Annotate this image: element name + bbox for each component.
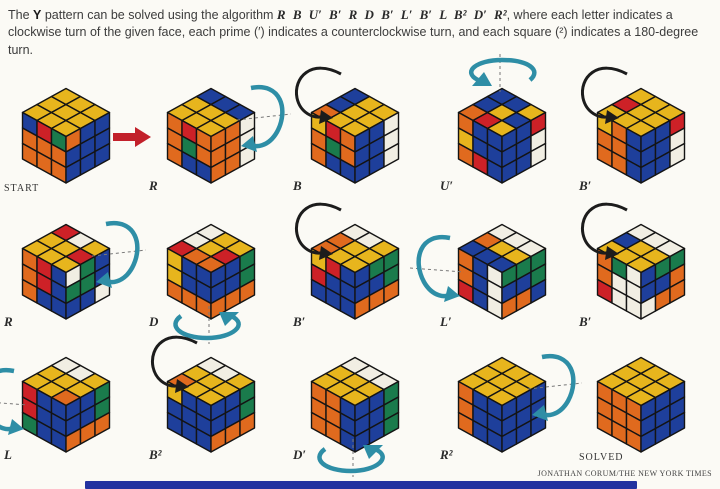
step-label: START <box>4 183 40 194</box>
step-label: D <box>149 314 159 329</box>
cube-step-10: L <box>0 349 142 465</box>
algorithm-notation: R B U′ B′ R D B′ L′ B′ L B² D′ R² <box>276 7 507 22</box>
cube-illustration <box>310 356 400 453</box>
cube-illustration <box>166 356 256 453</box>
cube-step-start: START <box>2 80 142 196</box>
step-label: D′ <box>293 447 307 462</box>
attribution: JONATHAN CORUM/THE NEW YORK TIMES <box>537 469 712 478</box>
cube-illustration <box>457 87 547 184</box>
step-label: R <box>4 314 13 329</box>
cube-step-5: R <box>2 216 147 332</box>
cube-illustration <box>166 87 256 184</box>
cube-illustration <box>21 223 111 320</box>
cube-step-11: B² <box>147 335 287 465</box>
cube-illustration <box>21 356 111 453</box>
cube-illustration <box>596 223 686 320</box>
cube-illustration <box>596 87 686 184</box>
step-label: L <box>4 447 12 462</box>
cube-step-3: U′ <box>438 54 578 196</box>
cube-step-12: D′ <box>291 349 431 477</box>
header-text: The Y pattern can be solved using the al… <box>8 6 710 59</box>
cube-step-9: B′ <box>577 202 717 332</box>
step-label: L′ <box>440 314 452 329</box>
cube-step-4: B′ <box>577 66 717 196</box>
start-to-first-move-arrow-icon <box>113 127 151 147</box>
header-prefix: The <box>8 8 34 22</box>
cube-step-2: B <box>291 66 431 196</box>
step-label: B′ <box>579 178 592 193</box>
cube-step-solved: SOLVED <box>577 349 717 465</box>
step-label: U′ <box>440 178 454 193</box>
cube-illustration <box>21 87 111 184</box>
cube-illustration <box>166 223 256 320</box>
cube-illustration <box>596 356 686 453</box>
cube-illustration <box>457 223 547 320</box>
cube-step-13: R² <box>438 349 583 465</box>
step-label: B <box>293 178 302 193</box>
cube-illustration <box>310 87 400 184</box>
step-label: B′ <box>293 314 306 329</box>
header-pattern-name: Y <box>33 8 42 22</box>
cube-illustration <box>310 223 400 320</box>
cube-step-7: B′ <box>291 202 431 332</box>
step-label: B² <box>149 447 162 462</box>
step-label: SOLVED <box>579 452 624 463</box>
step-label: R <box>149 178 158 193</box>
header-suffix: , where each letter indicates a clockwis… <box>8 8 699 57</box>
cube-step-8: L′ <box>409 216 578 332</box>
step-label: R² <box>440 447 453 462</box>
cube-illustration <box>457 356 547 453</box>
cube-step-6: D <box>147 216 287 344</box>
header-mid: pattern can be solved using the algorith… <box>41 8 277 22</box>
cube-step-1: R <box>147 80 292 196</box>
bottom-bar <box>85 481 637 489</box>
step-label: B′ <box>579 314 592 329</box>
